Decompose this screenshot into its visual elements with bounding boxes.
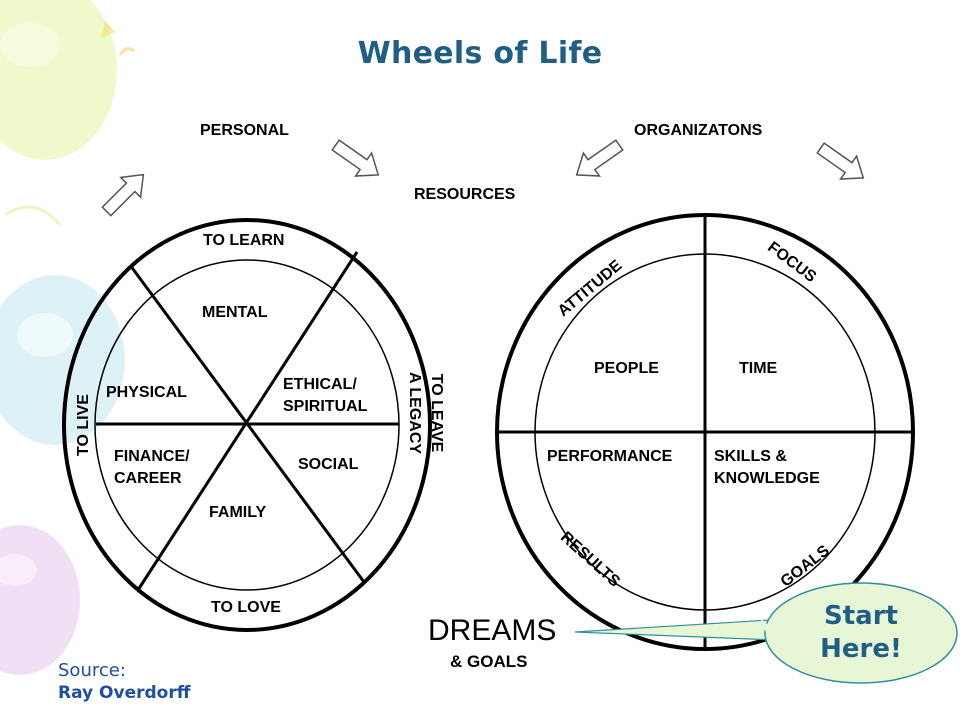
ethical-label: ETHICAL/	[283, 376, 357, 393]
time-label: TIME	[739, 360, 778, 377]
arrow-up-right-icon	[101, 173, 145, 217]
organizations-label: ORGANIZATONS	[634, 122, 763, 139]
dreams-label: DREAMS	[428, 614, 557, 647]
source-author: Ray Overdorff	[58, 683, 191, 703]
attitude-label: ATTITUDE	[555, 257, 626, 320]
finance-label: FINANCE/	[114, 448, 190, 465]
people-label: PEOPLE	[594, 360, 659, 377]
knowledge-label: KNOWLEDGE	[714, 470, 820, 487]
to-live-label: TO LIVE	[75, 394, 92, 456]
a-legacy-label: A LEGACY	[406, 372, 423, 454]
to-love-label: TO LOVE	[211, 599, 281, 616]
and-goals-label: & GOALS	[450, 652, 528, 671]
results-label: RESULTS	[557, 529, 623, 591]
balloons-decoration	[0, 0, 135, 675]
spiritual-label: SPIRITUAL	[283, 398, 368, 415]
arrow-down-right-icon	[331, 139, 380, 177]
physical-label: PHYSICAL	[106, 384, 187, 401]
to-leave-label: TO LEAVE	[428, 374, 445, 453]
family-label: FAMILY	[209, 504, 267, 521]
callout-line-1: Start	[824, 601, 898, 631]
goals-label: GOALS	[778, 542, 834, 591]
callout-line-2: Here!	[820, 634, 902, 664]
performance-label: PERFORMANCE	[547, 448, 673, 465]
source-label: Source:	[58, 660, 126, 681]
to-learn-label: TO LEARN	[203, 232, 285, 249]
left-wheel-spoke	[136, 251, 359, 591]
arrow-down-right-icon	[816, 142, 865, 180]
left-wheel-outer-ring	[62, 218, 432, 632]
left-wheel	[62, 218, 432, 632]
career-label: CAREER	[114, 470, 182, 487]
mental-label: MENTAL	[202, 304, 268, 321]
personal-label: PERSONAL	[200, 122, 289, 139]
start-here-callout	[574, 582, 958, 684]
right-wheel	[495, 213, 915, 651]
skills-label: SKILLS &	[714, 448, 787, 465]
start-here-text: Start Here!	[770, 600, 952, 666]
resources-label: RESOURCES	[414, 186, 516, 203]
page-title: Wheels of Life	[357, 36, 603, 71]
social-label: SOCIAL	[298, 456, 359, 473]
arrow-down-left-icon	[575, 139, 624, 177]
